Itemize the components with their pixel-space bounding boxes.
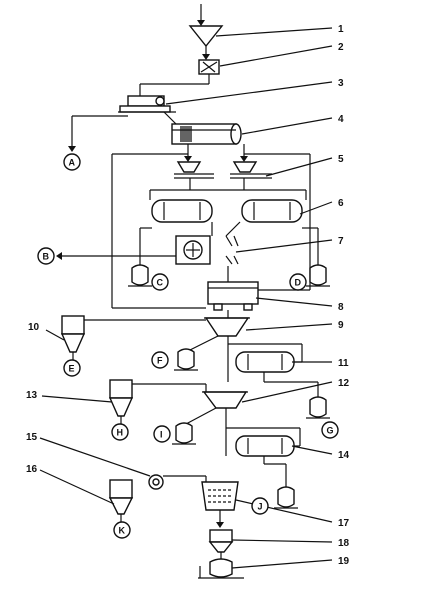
label-14: 14: [338, 450, 350, 461]
label-3: 3: [338, 78, 344, 89]
label-19: 19: [338, 556, 350, 567]
bag-symbol-f: [174, 348, 198, 371]
label-16: 16: [26, 464, 38, 475]
label-5: 5: [338, 154, 344, 165]
classifier-5-right: [230, 161, 272, 179]
node-c: C: [151, 273, 169, 291]
fan-15: [148, 474, 164, 490]
rotary-drum-4: [171, 123, 242, 145]
svg-text:I: I: [160, 430, 163, 440]
bag-symbol-d: [306, 264, 330, 287]
svg-text:B: B: [43, 252, 50, 262]
hopper-1: [188, 25, 224, 48]
cylinder-6-right: [241, 199, 303, 223]
classifier-5-left: [174, 161, 214, 179]
bag-symbol-i: [172, 422, 196, 445]
label-17: 17: [338, 518, 350, 529]
label-7: 7: [338, 236, 344, 247]
mixer-17: [201, 481, 239, 511]
bagging-hopper-18: [208, 529, 234, 553]
bag-19: [198, 558, 244, 579]
node-g: G: [321, 421, 339, 439]
crusher-3: [118, 95, 176, 113]
node-d: D: [289, 273, 307, 291]
svg-text:G: G: [327, 426, 334, 436]
svg-text:J: J: [258, 502, 263, 512]
svg-text:E: E: [69, 364, 75, 374]
svg-text:C: C: [157, 278, 164, 288]
node-a: A: [63, 153, 81, 171]
bag-symbol-c: [128, 264, 152, 287]
node-i: I: [153, 425, 171, 443]
node-j: J: [251, 497, 269, 515]
bag-symbol-g: [306, 396, 330, 419]
cylinder-14: [235, 435, 295, 457]
svg-text:D: D: [295, 278, 302, 288]
node-f: F: [151, 351, 169, 369]
label-1: 1: [338, 24, 344, 35]
bag-symbol-j: [274, 486, 298, 509]
label-13: 13: [26, 390, 38, 401]
cyclone-10: [60, 315, 86, 360]
node-b: B: [37, 247, 55, 265]
svg-text:A: A: [69, 158, 76, 168]
cylinder-11: [235, 351, 295, 373]
node-k: K: [113, 521, 131, 539]
settler-9: [204, 317, 250, 337]
label-11: 11: [338, 358, 349, 369]
press-8: [207, 281, 259, 311]
separator-7: [175, 235, 239, 265]
label-6: 6: [338, 198, 344, 209]
label-4: 4: [338, 114, 344, 125]
svg-text:K: K: [119, 526, 126, 536]
label-9: 9: [338, 320, 344, 331]
node-e: E: [63, 359, 81, 377]
label-10: 10: [28, 322, 40, 333]
svg-text:F: F: [157, 356, 163, 366]
leader-lines: [39, 27, 333, 569]
node-h: H: [111, 423, 129, 441]
settler-12: [202, 391, 248, 409]
feeder-2: [198, 59, 220, 75]
label-18: 18: [338, 538, 350, 549]
cyclone-16: [108, 479, 134, 522]
label-15: 15: [26, 432, 38, 443]
cyclone-13: [108, 379, 134, 424]
label-12: 12: [338, 378, 350, 389]
label-2: 2: [338, 42, 344, 53]
label-8: 8: [338, 302, 344, 313]
cylinder-6-left: [151, 199, 213, 223]
svg-text:H: H: [117, 428, 124, 438]
